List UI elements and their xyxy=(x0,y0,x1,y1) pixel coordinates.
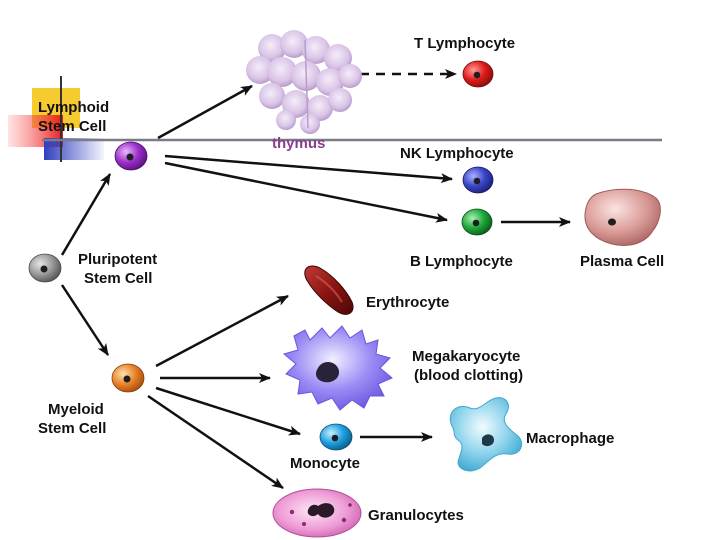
plasma-cell-icon xyxy=(584,188,661,246)
label-myeloid-line2: Stem Cell xyxy=(38,420,106,437)
label-megakaryocyte-line1: Megakaryocyte xyxy=(412,348,520,365)
arrow-lymphoid-to-thymus xyxy=(157,84,253,140)
label-pluripotent-line2: Stem Cell xyxy=(84,270,152,287)
label-pluripotent-line1: Pluripotent xyxy=(78,251,157,268)
pluripotent-stem-cell xyxy=(28,253,62,283)
arrows xyxy=(60,69,571,490)
label-b-lymphocyte: B Lymphocyte xyxy=(410,253,513,270)
b-lymphocyte-cell xyxy=(461,208,493,236)
label-monocyte: Monocyte xyxy=(290,455,360,472)
label-plasma-cell: Plasma Cell xyxy=(580,253,664,270)
monocyte-cell xyxy=(319,423,353,451)
slide-accent xyxy=(8,76,104,162)
label-myeloid-line1: Myeloid xyxy=(48,401,104,418)
label-macrophage: Macrophage xyxy=(526,430,614,447)
thymus-organ-icon xyxy=(246,30,362,134)
label-thymus: thymus xyxy=(272,135,325,152)
label-lymphoid-line2: Stem Cell xyxy=(38,118,106,135)
myeloid-stem-cell xyxy=(111,363,145,393)
labels: Lymphoid Stem Cell Pluripotent Stem Cell… xyxy=(38,35,664,524)
arrow-myeloid-to-monocyte xyxy=(155,386,301,436)
arrow-pluripotent-to-myeloid xyxy=(60,284,110,356)
erythrocyte-icon xyxy=(304,265,354,315)
label-lymphoid-line1: Lymphoid xyxy=(38,99,109,116)
macrophage-icon xyxy=(449,397,523,472)
label-nk-lymphocyte: NK Lymphocyte xyxy=(400,145,514,162)
t-lymphocyte-cell xyxy=(462,60,494,88)
label-megakaryocyte-line2: (blood clotting) xyxy=(414,367,523,384)
arrow-lymphoid-to-b xyxy=(164,161,448,223)
arrow-pluripotent-to-lymphoid xyxy=(60,173,112,256)
label-erythrocyte: Erythrocyte xyxy=(366,294,449,311)
arrow-myeloid-to-granulocytes xyxy=(147,394,284,490)
arrow-myeloid-to-erythrocyte xyxy=(155,294,289,368)
megakaryocyte-icon xyxy=(282,325,393,411)
granulocyte-icon xyxy=(272,488,362,538)
label-t-lymphocyte: T Lymphocyte xyxy=(414,35,515,52)
lymphoid-stem-cell xyxy=(114,141,148,171)
label-granulocytes: Granulocytes xyxy=(368,507,464,524)
arrow-lymphoid-to-nk xyxy=(164,154,453,184)
nk-lymphocyte-cell xyxy=(462,166,494,194)
